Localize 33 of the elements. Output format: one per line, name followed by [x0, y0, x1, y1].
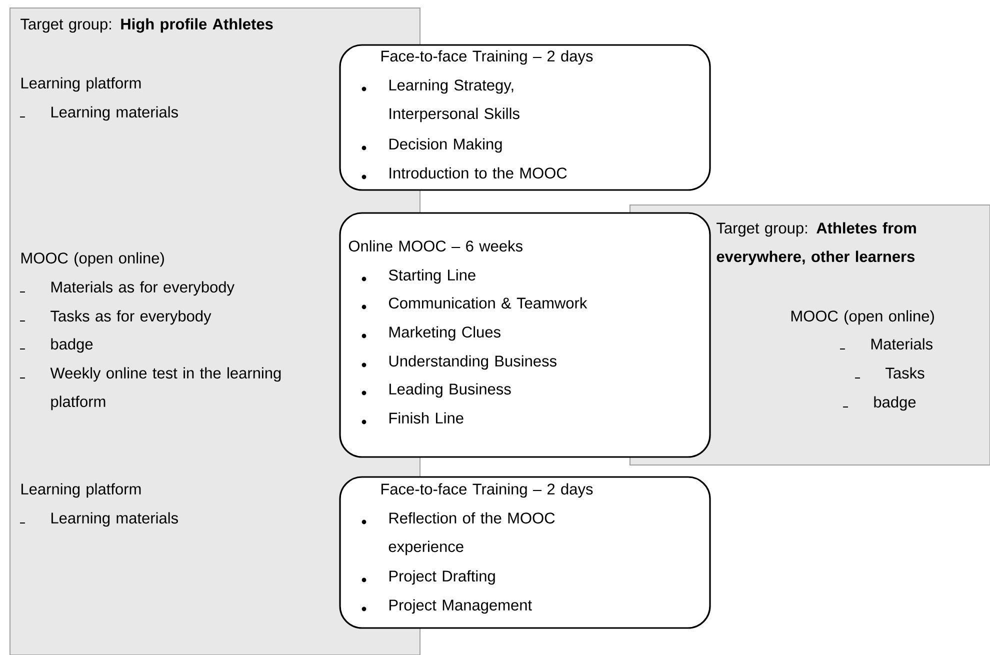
heading: Learning platform	[21, 483, 141, 498]
rounded-box	[339, 476, 711, 629]
list-item: Learning materials	[20, 106, 178, 121]
heading: Online MOOC – 6 weeks	[348, 240, 522, 252]
rounded-box	[339, 44, 711, 191]
list-item: Understanding Business	[362, 355, 556, 370]
list-item: Communication & Teamwork	[362, 297, 588, 310]
heading: MOOC (open online)	[791, 310, 934, 325]
list-item: Materials as for everybody	[20, 281, 234, 296]
list-item: Project Management	[362, 599, 532, 614]
heading: MOOC (open online)	[21, 252, 164, 267]
list-item: Introduction to the MOOC	[362, 167, 567, 180]
heading: Target group: Athletes from everywhere, other learners	[716, 222, 916, 266]
list-item: Starting Line	[362, 269, 476, 284]
list-item: Marketing Clues	[362, 326, 500, 341]
heading: Face-to-face Training – 2 days	[381, 50, 593, 65]
list-item: badge	[842, 396, 916, 411]
list-item: Learning materials	[20, 512, 178, 527]
list-item: Reflection of the MOOC experience	[362, 512, 555, 556]
heading: Target group: High profile Athletes	[20, 18, 273, 33]
list-item: Finish Line	[362, 412, 464, 424]
heading: Learning platform	[21, 77, 141, 92]
list-item: Tasks as for everybody	[20, 310, 212, 325]
list-item: Learning Strategy, Interpersonal Skills	[362, 79, 520, 122]
list-item: Leading Business	[362, 383, 511, 398]
list-item: Project Drafting	[362, 570, 495, 585]
list-item: Materials	[840, 338, 932, 350]
list-item: badge	[20, 338, 93, 353]
heading: Face-to-face Training – 2 days	[381, 483, 593, 498]
list-item: Tasks	[854, 367, 924, 379]
rounded-box	[339, 212, 711, 458]
list-item: Weekly online test in the learning platform	[20, 367, 281, 410]
list-item: Decision Making	[362, 138, 502, 153]
